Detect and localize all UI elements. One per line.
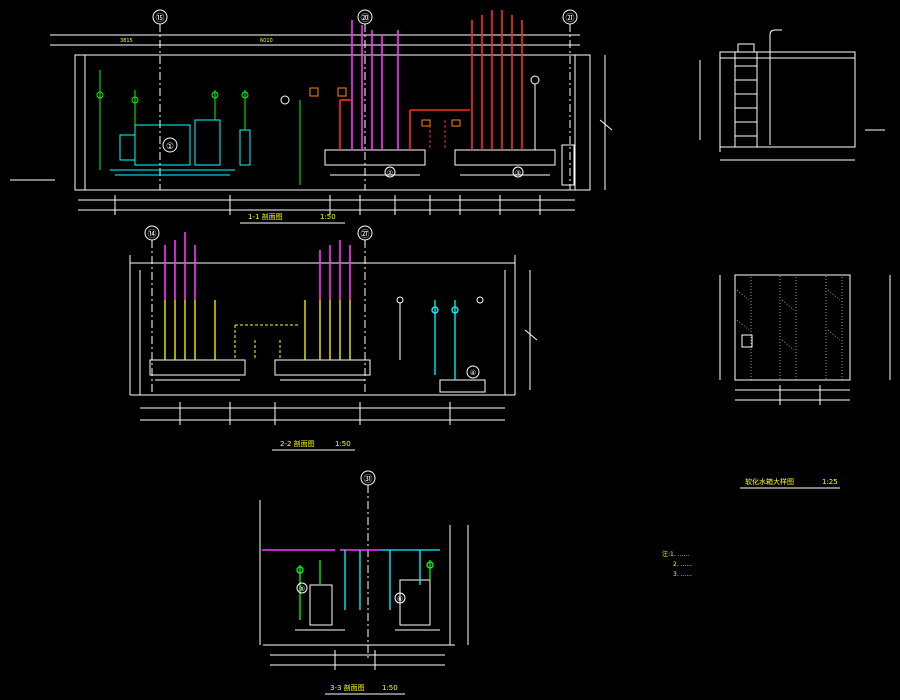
equipment-label-3: ③ (515, 169, 521, 177)
section-3-3-scale: 1:50 (382, 684, 398, 692)
equipment-label-1: ① (166, 142, 174, 152)
dimension-text: 3815 (120, 38, 133, 44)
equipment-label-circle (162, 137, 178, 153)
section-2-2-title: 2-2 剖面图 (280, 439, 315, 448)
section-1-1-scale: 1:50 (320, 213, 336, 221)
section-2-2-scale: 1:50 (335, 440, 351, 448)
equipment-label-5: ⑤ (299, 585, 305, 593)
grid-label-1-1-b: ⑳ (360, 13, 369, 24)
note-line-1: 注:1. ...... (662, 550, 689, 558)
tank-plan (719, 274, 891, 405)
grid-label-2-2-a: ⑭ (147, 229, 156, 240)
note-line-2: 2. ...... (673, 561, 692, 568)
tank-detail-scale: 1:25 (822, 478, 838, 486)
tank-elevation (699, 29, 885, 161)
equipment-label-6: ⑥ (397, 595, 403, 603)
equipment-label-circle (384, 166, 396, 178)
section-2-2: ⑭ ㉗ (129, 225, 538, 451)
tank-plan-hatch (734, 274, 843, 381)
equipment-label-circle (466, 365, 480, 379)
note-line-3: 3. ...... (673, 571, 692, 578)
grid-label-3-3-a: ㉛ (363, 474, 372, 485)
notes-block: 注:1. ...... 2. ...... 3. ...... (662, 550, 692, 578)
equipment-label-circle (512, 166, 524, 178)
equipment-label-circle (296, 582, 308, 594)
grid-label-1-1-c: ㉑ (565, 13, 574, 24)
section-1-1-title: 1-1 剖面图 (248, 212, 283, 221)
grid-label-1-1-a: ⑮ (155, 13, 164, 24)
tank-fitting (741, 334, 753, 348)
section-3-3: ㉛ ⑤ ⑥ 3-3 剖面图 1:50 (259, 470, 469, 695)
grid-label-2-2-b: ㉗ (360, 229, 369, 240)
section-3-3-title: 3-3 剖面图 (330, 683, 365, 692)
equipment-label-circle (394, 592, 406, 604)
equipment-label-4: ④ (470, 369, 476, 377)
dimension-text: 6010 (260, 38, 273, 44)
equipment-label-2: ② (387, 169, 393, 177)
tank-detail-title: 软化水箱大样图 (745, 477, 794, 486)
section-1-1: ⑮ ⑳ ㉑ 3815 6010 ① (10, 9, 613, 224)
